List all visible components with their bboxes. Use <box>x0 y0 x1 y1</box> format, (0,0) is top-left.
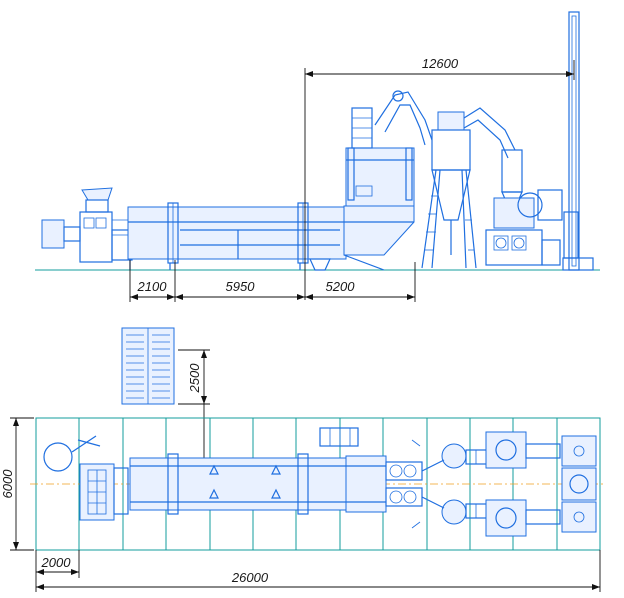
dim-5950: 5950 <box>226 279 256 294</box>
filter-tower <box>345 107 415 207</box>
burner-hopper <box>79 187 133 263</box>
cyclone <box>421 111 477 269</box>
dim-2100: 2100 <box>137 279 168 294</box>
elevation-view: 12600 2100 5950 5200 <box>35 11 600 302</box>
plan-control-unit <box>43 435 129 521</box>
plan-view: 6000 2000 26000 <box>0 417 606 592</box>
plan-cyclones <box>385 439 467 529</box>
loose-module: 2500 <box>121 327 210 460</box>
elevation-dimensions: 12600 2100 5950 5200 <box>129 56 575 302</box>
discharge-hopper <box>343 205 415 271</box>
dim-6000: 6000 <box>0 469 15 499</box>
dim-5200: 5200 <box>326 279 356 294</box>
dim-26000: 26000 <box>231 570 269 585</box>
plan-fans <box>485 431 597 537</box>
plan-dimensions: 6000 2000 26000 <box>0 417 601 592</box>
plan-drum <box>129 453 347 515</box>
duct-1 <box>374 90 433 146</box>
dim-2000: 2000 <box>41 555 72 570</box>
rotary-drum <box>127 202 347 271</box>
dim-12600: 12600 <box>422 56 459 71</box>
chimney <box>562 11 594 271</box>
control-cabinet <box>41 219 65 249</box>
duct-2 <box>463 107 523 207</box>
exhaust-fan <box>485 189 579 266</box>
plan-hopper <box>319 427 387 513</box>
dim-2500: 2500 <box>187 363 202 394</box>
